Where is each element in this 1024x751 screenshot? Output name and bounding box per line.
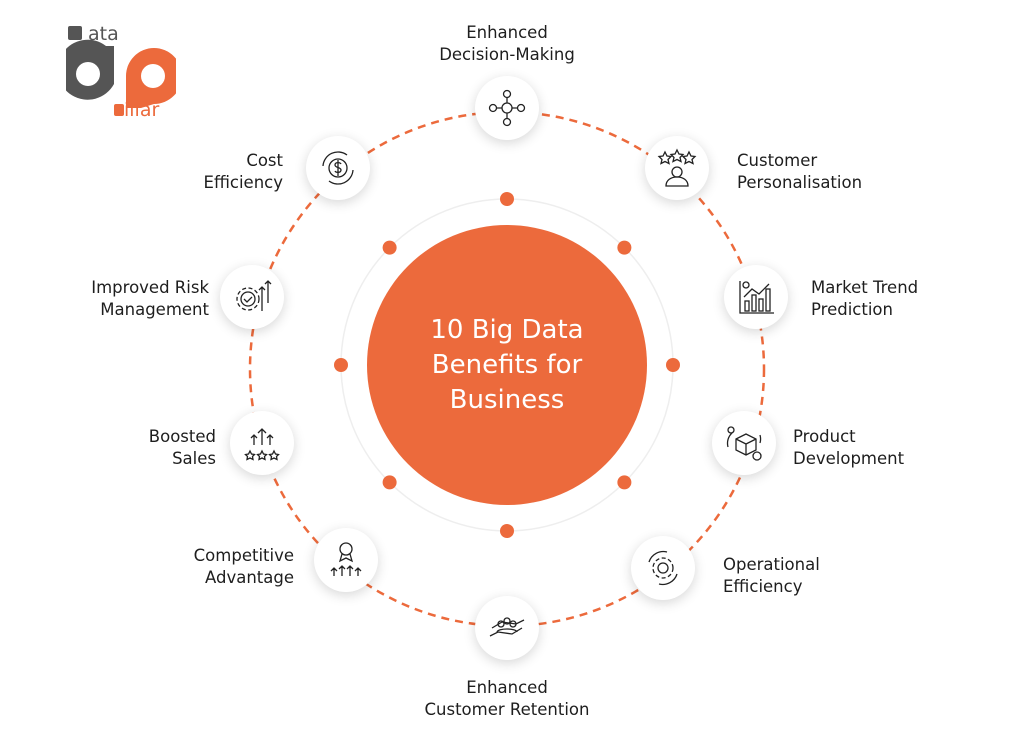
label-enhanced-decision-making: Enhanced Decision-Making bbox=[439, 23, 575, 64]
ring-dots bbox=[334, 192, 680, 538]
label-operational-efficiency: Operational Efficiency bbox=[723, 555, 820, 596]
gear-check-arrows-icon bbox=[220, 265, 284, 329]
label-improved-risk-management: Improved Risk Management bbox=[91, 278, 209, 319]
ring-dot bbox=[617, 240, 632, 255]
label-competitive-advantage: Competitive Advantage bbox=[193, 546, 294, 587]
logo-text-bottom: illar bbox=[124, 99, 160, 121]
logo-text-top: ata bbox=[88, 23, 119, 45]
title: 10 Big Data Benefits for Business bbox=[430, 314, 584, 415]
logo-mark bbox=[57, 26, 182, 116]
hand-holding-people-icon bbox=[475, 596, 539, 660]
center-title-circle: 10 Big Data Benefits for Business bbox=[367, 225, 647, 505]
logo: ata illar bbox=[57, 23, 182, 126]
product-box-gear-icon bbox=[712, 411, 776, 475]
bar-chart-trend-icon bbox=[724, 265, 788, 329]
label-market-trend-prediction: Market Trend Prediction bbox=[811, 278, 919, 319]
ring-dot bbox=[666, 358, 680, 372]
label-customer-personalisation: Customer Personalisation bbox=[737, 151, 863, 192]
ring-dot bbox=[334, 358, 348, 372]
gear-cycle-icon bbox=[631, 536, 695, 600]
ring-dot bbox=[500, 192, 514, 206]
label-product-development: Product Development bbox=[793, 427, 905, 468]
award-arrows-icon bbox=[314, 528, 378, 592]
ring-dot bbox=[382, 240, 397, 255]
decision-network-icon bbox=[475, 76, 539, 140]
sales-stars-icon bbox=[230, 411, 294, 475]
label-enhanced-customer-retention: Enhanced Customer Retention bbox=[424, 678, 590, 719]
ring-dot bbox=[500, 524, 514, 538]
customer-stars-icon bbox=[645, 136, 709, 200]
label-cost-efficiency: Cost Efficiency bbox=[203, 151, 283, 192]
dollar-cycle-icon bbox=[306, 136, 370, 200]
ring-dot bbox=[382, 475, 397, 490]
ring-dot bbox=[617, 475, 632, 490]
label-boosted-sales: Boosted Sales bbox=[148, 427, 216, 468]
